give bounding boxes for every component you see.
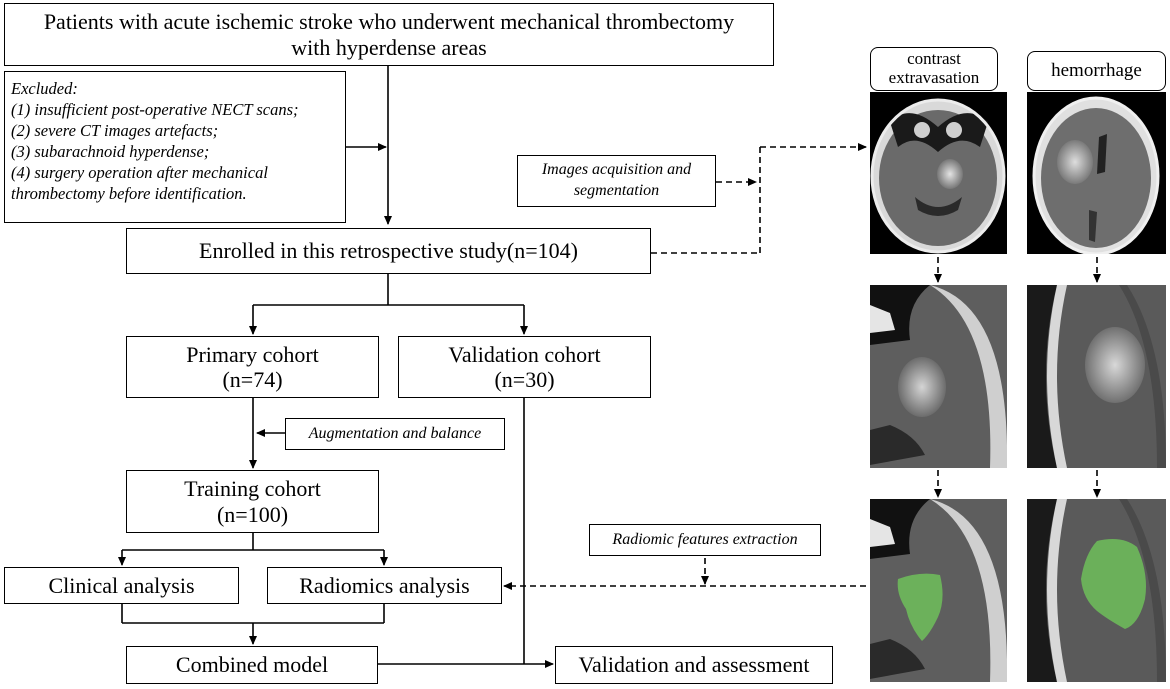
excluded-title: Excluded: — [11, 79, 78, 98]
primary-cohort-line2: (n=74) — [222, 367, 283, 392]
contrast-label-line1: contrast — [907, 49, 961, 69]
training-cohort-box: Training cohort (n=100) — [126, 470, 379, 533]
combined-model-label: Combined model — [175, 652, 329, 678]
excluded-box: Excluded: (1) insufficient post-operativ… — [4, 71, 346, 223]
training-cohort-line2: (n=100) — [216, 501, 289, 527]
contrast-label-line2: extravasation — [888, 68, 980, 87]
excluded-item: (3) subarachnoid hyperdense; — [11, 142, 210, 161]
contrast-extravasation-label: contrast extravasation — [870, 47, 998, 91]
images-acquisition-line1: Images acquisition and — [541, 161, 692, 179]
clinical-analysis-label: Clinical analysis — [48, 572, 195, 598]
excluded-item: (4) surgery operation after mechanical — [11, 163, 268, 182]
training-cohort-line1: Training cohort — [184, 476, 321, 502]
enrolled-label: Enrolled in this retrospective study(n=1… — [199, 238, 578, 264]
enrolled-box: Enrolled in this retrospective study(n=1… — [126, 228, 651, 274]
radiomic-features-note: Radiomic features extraction — [589, 524, 821, 556]
ct-segmented-hemorrhage-image — [1027, 499, 1166, 682]
images-acquisition-line2: segmentation — [573, 182, 660, 199]
excluded-item: (1) insufficient post-operative NECT sca… — [11, 100, 299, 119]
validation-assessment-box: Validation and assessment — [555, 646, 833, 684]
hemorrhage-label: hemorrhage — [1027, 51, 1166, 91]
clinical-analysis-box: Clinical analysis — [4, 567, 239, 604]
validation-assessment-label: Validation and assessment — [578, 652, 810, 678]
validation-cohort-line1: Validation cohort — [448, 341, 601, 367]
ct-segmented-contrast-image — [870, 499, 1007, 682]
hemorrhage-label-text: hemorrhage — [1051, 59, 1142, 81]
radiomics-analysis-box: Radiomics analysis — [267, 567, 502, 604]
primary-cohort-box: Primary cohort (n=74) — [126, 336, 379, 398]
ct-axial-hemorrhage-image — [1027, 92, 1166, 254]
excluded-item: (2) severe CT images artefacts; — [11, 121, 219, 140]
ct-axial-contrast-image — [870, 92, 1007, 254]
validation-cohort-line2: (n=30) — [494, 367, 555, 392]
excluded-item: thrombectomy before identification. — [11, 184, 247, 203]
validation-cohort-box: Validation cohort (n=30) — [398, 336, 651, 398]
radiomics-analysis-label: Radiomics analysis — [299, 572, 470, 598]
radiomic-features-label: Radiomic features extraction — [612, 530, 798, 548]
ct-zoom-contrast-image — [870, 285, 1007, 468]
patients-line2: with hyperdense areas — [291, 34, 487, 60]
augmentation-label: Augmentation and balance — [308, 424, 482, 442]
combined-model-box: Combined model — [126, 646, 378, 684]
ct-zoom-hemorrhage-image — [1027, 285, 1166, 468]
images-acquisition-note: Images acquisition and segmentation — [517, 155, 716, 207]
patients-box: Patients with acute ischemic stroke who … — [4, 3, 774, 66]
augmentation-note: Augmentation and balance — [285, 418, 505, 450]
primary-cohort-line1: Primary cohort — [186, 341, 319, 367]
patients-line1: Patients with acute ischemic stroke who … — [43, 9, 735, 35]
